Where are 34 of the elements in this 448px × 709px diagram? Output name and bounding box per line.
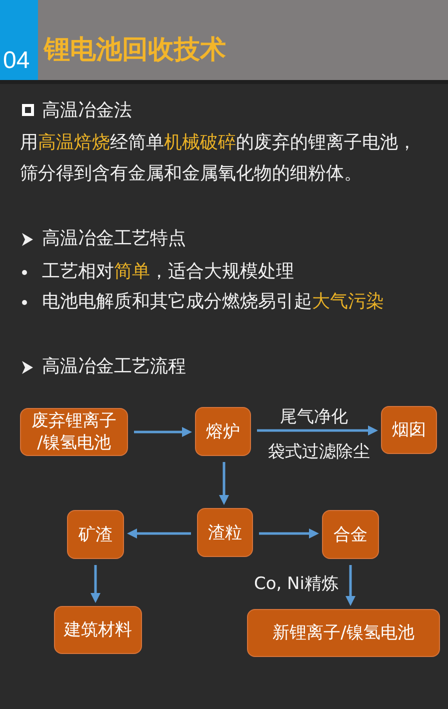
arrow [127, 528, 191, 538]
process-box [20, 408, 128, 456]
arrow [134, 427, 192, 437]
edge-label: 尾气净化 [280, 406, 348, 426]
box-label: 熔炉 [206, 420, 240, 442]
arrow [259, 528, 319, 538]
annotation-text: 袋式过滤除尘 [267, 441, 371, 463]
subheading: 高温冶金工艺特点 [42, 228, 186, 250]
process-box [195, 407, 251, 456]
box-label: 矿渣 [78, 524, 112, 546]
edge-label: Co, Ni精炼 [254, 574, 338, 594]
arrow [219, 462, 229, 505]
box-label: 建筑材料 [64, 619, 132, 641]
process-box [381, 406, 437, 454]
box-label: 新锂离子/镍氢电池 [272, 622, 414, 644]
bullet-text: 电池电解质和其它成分燃烧易引起大气污染 [42, 291, 384, 313]
process-box [67, 510, 124, 559]
box-label: 合金 [334, 524, 368, 546]
box-label: 烟囱 [392, 419, 426, 441]
page-title: 锂电池回收技术 [44, 34, 226, 66]
process-box [197, 508, 253, 557]
section-number: 04 [3, 46, 30, 76]
process-box [54, 606, 142, 654]
arrow [257, 426, 378, 436]
process-box [322, 510, 379, 559]
arrow [90, 565, 100, 603]
box-label: 废弃锂离子/镍氢电池 [30, 410, 118, 454]
process-box [247, 609, 440, 657]
subheading: 高温冶金工艺流程 [42, 356, 186, 378]
box-label: 渣粒 [208, 522, 242, 544]
section-heading: 高温冶金法 [42, 100, 132, 122]
arrow [346, 565, 356, 606]
bullet-text: 工艺相对简单，适合大规模处理 [42, 261, 294, 283]
body-paragraph: 用高温焙烧经简单机械破碎的废弃的锂离子电池，筛分得到含有金属和金属氧化物的细粉体。 [20, 131, 417, 186]
